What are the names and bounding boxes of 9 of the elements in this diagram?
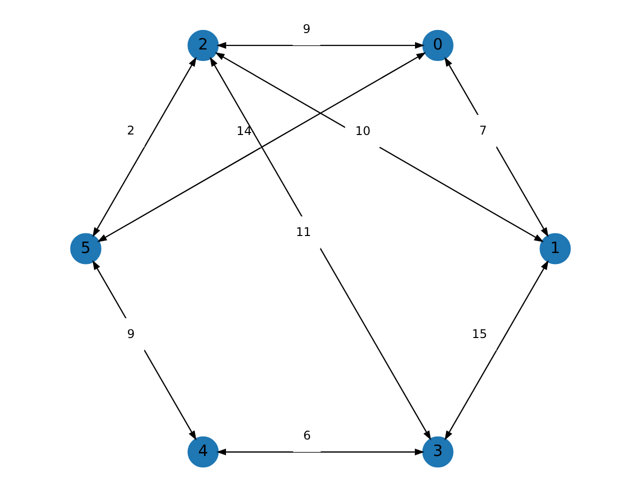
edge-label: 6 bbox=[302, 428, 310, 442]
edge-label: 7 bbox=[478, 124, 486, 138]
edge-label: 2 bbox=[126, 124, 134, 138]
edge-label: 10 bbox=[354, 124, 370, 138]
edge-label: 11 bbox=[295, 225, 311, 240]
edge-label: 9 bbox=[126, 326, 134, 341]
edge-label: 9 bbox=[302, 22, 310, 36]
edge-label: 15 bbox=[471, 326, 487, 341]
edge-label: 14 bbox=[236, 124, 252, 138]
